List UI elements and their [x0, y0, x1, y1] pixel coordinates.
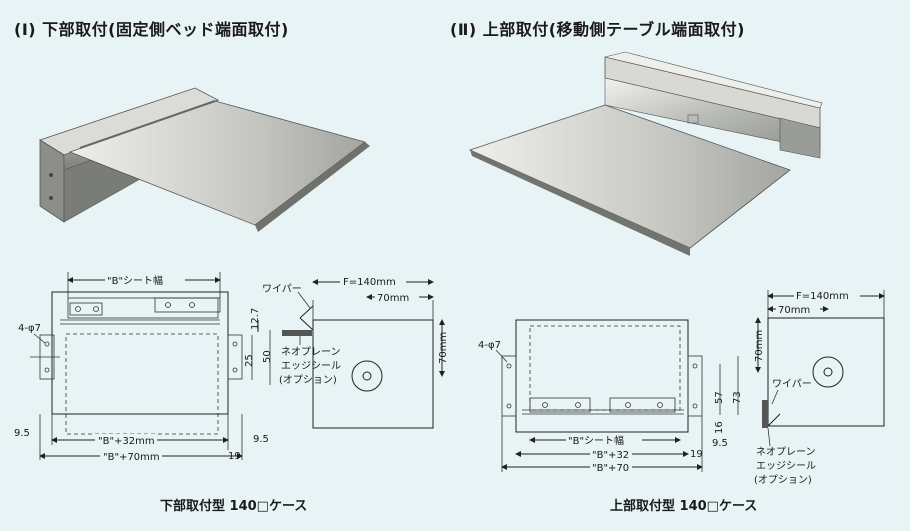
label-b-plus-32: "B"+32mm — [98, 436, 155, 447]
label-seal-line3: (オプション) — [279, 374, 337, 386]
heading-upper-mount: (Ⅱ) 上部取付(移動側テーブル端面取付) — [450, 20, 745, 39]
caption-upper-mount: 上部取付型 140□ケース — [610, 499, 758, 514]
label-25: 25 — [244, 354, 255, 367]
label-seal-line2: エッジシール — [281, 361, 341, 372]
side-view-outline — [312, 319, 434, 429]
label-9-5-left: 9.5 — [14, 428, 30, 439]
photo-lower-mount-case — [39, 87, 370, 232]
label-seal-line1: ネオプレーン — [281, 346, 341, 358]
side-view-outline-upper — [767, 317, 885, 427]
label-sheet-width: "B"シート幅 — [107, 274, 163, 287]
caption-lower-mount: 下部取付型 140□ケース — [160, 499, 308, 514]
label-19: 19 — [228, 451, 241, 462]
label-wiper: ワイパー — [262, 283, 302, 295]
label-hole-spec: 4-φ7 — [18, 323, 41, 334]
label-12-7: 12.7 — [250, 308, 261, 330]
drawing-upper-mount: 4-φ7 "B"シート幅 "B"+32 "B"+70 19 9.5 57 73 … — [478, 289, 885, 486]
label-f-140-upper: F=140mm — [796, 291, 849, 302]
label-19-upper: 19 — [690, 449, 703, 460]
label-70-horizontal: 70mm — [377, 293, 409, 304]
label-b-plus-32-upper: "B"+32 — [592, 450, 629, 461]
label-50: 50 — [262, 350, 273, 363]
case-outline-upper — [515, 319, 689, 433]
label-f-140: F=140mm — [343, 277, 396, 288]
label-9-5-upper: 9.5 — [712, 438, 728, 449]
label-seal-line3-upper: (オプション) — [754, 474, 812, 486]
heading-lower-mount: (Ⅰ) 下部取付(固定側ベッド端面取付) — [14, 20, 289, 39]
label-wiper-upper: ワイパー — [772, 378, 812, 390]
label-sheet-width-upper: "B"シート幅 — [568, 434, 624, 447]
label-9-5-right: 9.5 — [253, 434, 269, 445]
case-outline — [51, 291, 229, 415]
label-hole-spec-upper: 4-φ7 — [478, 340, 501, 351]
label-seal-line1-upper: ネオプレーン — [756, 446, 816, 458]
drawing-lower-mount: "B"シート幅 4-φ7 "B"+32mm "B"+70mm 9.5 9.5 1… — [14, 272, 449, 463]
label-b-plus-70-upper: "B"+70 — [592, 463, 629, 474]
label-70-vertical-upper: 70mm — [754, 330, 765, 362]
label-70-vertical: 70mm — [438, 332, 449, 364]
label-73: 73 — [732, 391, 743, 404]
label-57: 57 — [714, 391, 725, 404]
label-b-plus-70: "B"+70mm — [103, 452, 160, 463]
photo-upper-mount-case — [468, 51, 823, 256]
label-70-horizontal-upper: 70mm — [778, 305, 810, 316]
label-16: 16 — [714, 421, 725, 434]
label-seal-line2-upper: エッジシール — [756, 461, 816, 472]
